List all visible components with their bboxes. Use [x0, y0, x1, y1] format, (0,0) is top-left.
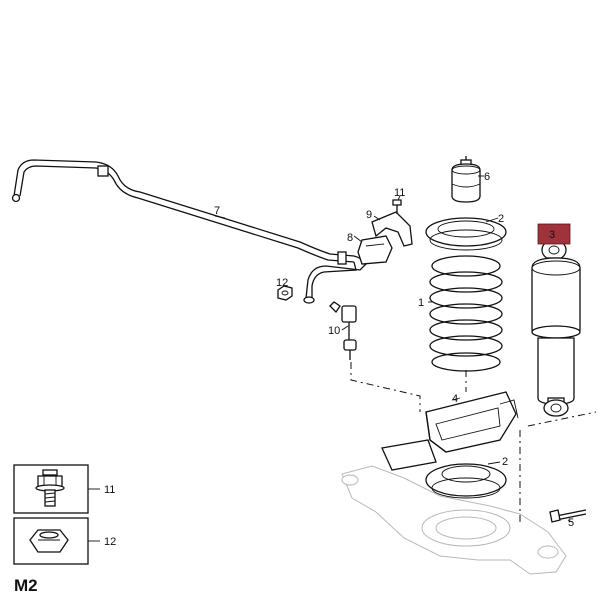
callout-11: 11: [394, 187, 405, 199]
callout-9: 9: [366, 209, 372, 221]
clamp-9: [371, 199, 413, 247]
stabilizer-bar: [11, 159, 367, 304]
upper-spring-seat: [425, 217, 507, 251]
callout-2-lower: 2: [502, 456, 508, 468]
callout-7: 7: [214, 205, 220, 217]
assembly-lines: [350, 362, 597, 522]
callout-4: 4: [452, 393, 458, 405]
callout-3: 3: [549, 229, 555, 241]
callout-3-highlight: [537, 223, 571, 245]
legend-label-12: 12: [104, 536, 116, 548]
diagram-code: M2: [14, 576, 38, 595]
legend-box-12: [13, 517, 100, 565]
callout-5: 5: [568, 517, 574, 529]
callout-10: 10: [328, 325, 340, 337]
leader-lines: [283, 175, 573, 523]
legend-label-11: 11: [104, 484, 115, 496]
bolt-5: [549, 509, 587, 523]
callout-8: 8: [347, 232, 353, 244]
bracket-8: [357, 235, 393, 265]
control-arm-ghost: [341, 465, 567, 575]
callout-12-small: 12: [276, 277, 288, 289]
legend-box-11: [13, 464, 100, 514]
lower-spring-seat: [425, 463, 507, 499]
bump-stop: [451, 156, 481, 203]
callout-1: 1: [418, 297, 424, 309]
coil-spring: [429, 255, 503, 372]
shock-absorber: [531, 239, 581, 417]
stabilizer-link: [329, 301, 357, 360]
callout-2-top: 2: [498, 213, 504, 225]
callout-6: 6: [484, 171, 490, 183]
spring-seat-bracket: [381, 391, 519, 471]
